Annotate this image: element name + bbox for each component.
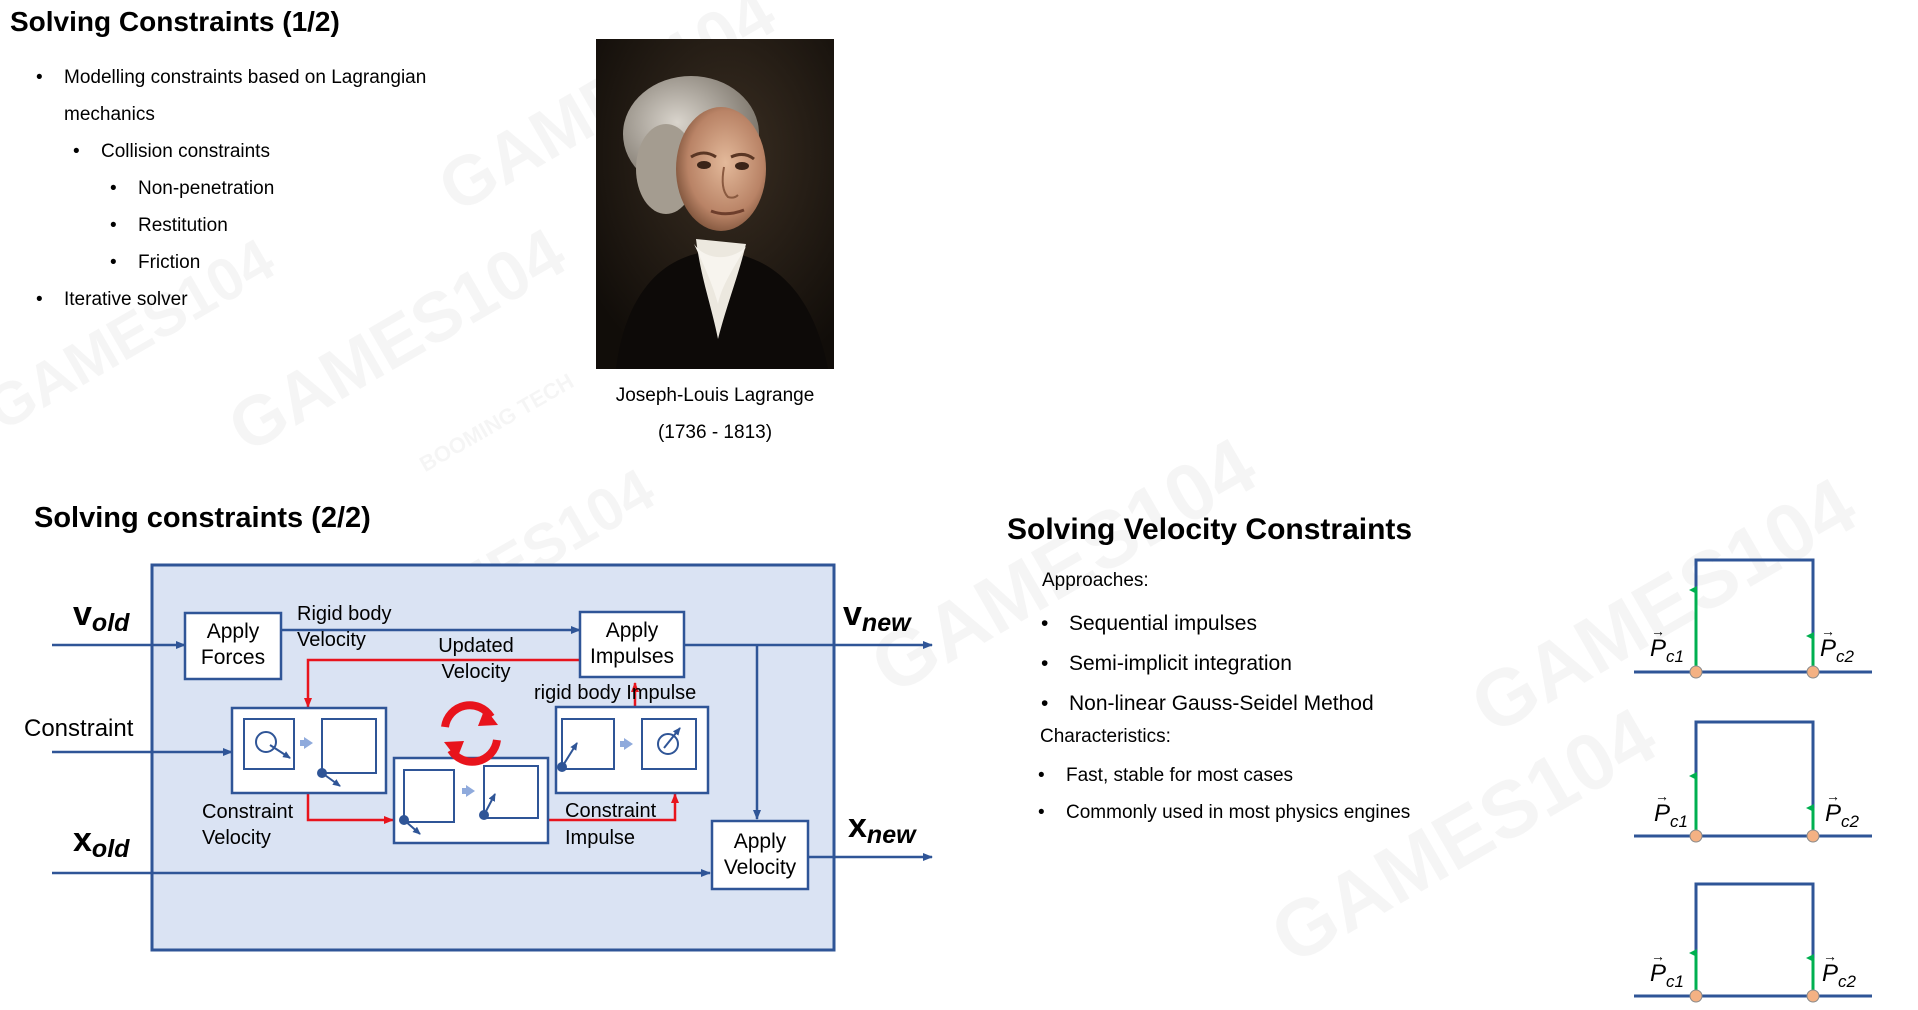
bullet-item: Iterative solver bbox=[36, 281, 187, 318]
approaches-list: Sequential impulses Semi-implicit integr… bbox=[1041, 604, 1374, 724]
contact-label-pc2: Pc2 → bbox=[1825, 788, 1860, 831]
characteristic-item: Commonly used in most physics engines bbox=[1038, 794, 1410, 831]
bullet-item: Non-penetration bbox=[110, 170, 274, 207]
contact-diagram-1 bbox=[1634, 558, 1872, 679]
x-old-label: xold bbox=[73, 821, 130, 863]
svg-text:→: → bbox=[1826, 788, 1840, 804]
apply-forces-label-2: Forces bbox=[201, 646, 265, 669]
apply-velocity-label-2: Velocity bbox=[724, 856, 797, 879]
solver-pipeline-diagram: vold vnew xold xnew Constraint Apply For… bbox=[24, 563, 933, 952]
slide1-bullet-list-2: Iterative solver bbox=[36, 281, 187, 318]
contact-label-pc1: Pc1 → bbox=[1654, 788, 1688, 831]
portrait-caption-years: (1736 - 1813) bbox=[657, 422, 773, 443]
apply-velocity-box bbox=[710, 819, 810, 891]
approaches-label: Approaches: bbox=[1042, 570, 1149, 591]
watermark: BOOMING TECH bbox=[415, 368, 578, 477]
watermark: GAMES104 bbox=[1256, 689, 1672, 982]
contact-diagram-2 bbox=[1634, 720, 1872, 843]
svg-text:→: → bbox=[1655, 788, 1669, 804]
apply-forces-box bbox=[183, 611, 283, 681]
constraint-solve-step bbox=[392, 756, 550, 845]
contact-points-diagram: Pc1 → Pc2 → Pc1 → Pc2 → Pc1 → Pc2 → bbox=[1634, 558, 1872, 1003]
slide3-title: Solving Velocity Constraints bbox=[1007, 513, 1413, 546]
apply-impulses-box bbox=[578, 610, 686, 679]
constraint-impulse-step bbox=[554, 705, 710, 795]
approach-item: Non-linear Gauss-Seidel Method bbox=[1041, 684, 1374, 724]
characteristics-list: Fast, stable for most cases Commonly use… bbox=[1038, 757, 1410, 831]
svg-text:Pc2: Pc2 bbox=[1822, 960, 1857, 991]
contact-label-pc2: Pc2 → bbox=[1822, 948, 1857, 991]
svg-text:Pc1: Pc1 bbox=[1650, 635, 1684, 666]
svg-text:Pc2: Pc2 bbox=[1825, 800, 1860, 831]
svg-text:Pc1: Pc1 bbox=[1650, 960, 1684, 991]
bullet-item: Friction bbox=[110, 244, 274, 281]
approach-item: Sequential impulses bbox=[1041, 604, 1374, 644]
characteristics-label: Characteristics: bbox=[1040, 726, 1171, 747]
bullet-item: Collision constraints bbox=[73, 133, 270, 170]
contact-label-pc1: Pc1 → bbox=[1650, 623, 1684, 666]
slide1-bullet-list: Modelling constraints based on Lagrangia… bbox=[36, 59, 426, 96]
approach-item: Semi-implicit integration bbox=[1041, 644, 1374, 684]
contact-label-pc2: Pc2 → bbox=[1820, 623, 1855, 666]
updated-velocity-label-2: Velocity bbox=[442, 661, 511, 683]
rigid-body-velocity-label-2: Velocity bbox=[297, 629, 366, 651]
constraint-velocity-step bbox=[230, 706, 388, 795]
slide1-subsub-list: Non-penetration Restitution Friction bbox=[110, 170, 274, 281]
apply-impulses-label: Apply bbox=[606, 619, 659, 642]
apply-forces-label: Apply bbox=[207, 620, 260, 643]
svg-text:Pc1: Pc1 bbox=[1654, 800, 1688, 831]
v-new-label: vnew bbox=[843, 595, 912, 637]
bullet-item: Restitution bbox=[110, 207, 274, 244]
rigid-body-velocity-label: Rigid body bbox=[297, 603, 392, 625]
svg-text:→: → bbox=[1651, 623, 1665, 639]
apply-impulses-label-2: Impulses bbox=[590, 645, 674, 668]
apply-velocity-label: Apply bbox=[734, 830, 787, 853]
svg-text:→: → bbox=[1651, 948, 1665, 964]
lagrange-portrait bbox=[596, 39, 834, 369]
bullet-continuation: mechanics bbox=[64, 104, 155, 125]
slide1-sub-list: Collision constraints bbox=[73, 133, 270, 170]
characteristic-item: Fast, stable for most cases bbox=[1038, 757, 1410, 794]
contact-label-pc1: Pc1 → bbox=[1650, 948, 1684, 991]
slide2-title: Solving constraints (2/2) bbox=[34, 502, 371, 534]
constraint-input-label: Constraint bbox=[24, 715, 134, 742]
rigid-body-impulse-label: rigid body Impulse bbox=[534, 682, 696, 704]
slide1-title: Solving Constraints (1/2) bbox=[10, 6, 340, 37]
updated-velocity-label: Updated bbox=[438, 635, 514, 657]
svg-text:→: → bbox=[1821, 623, 1835, 639]
contact-diagram-3 bbox=[1634, 882, 1872, 1003]
svg-text:→: → bbox=[1823, 948, 1837, 964]
constraint-impulse-label-2: Impulse bbox=[565, 827, 635, 849]
constraint-velocity-label: Constraint bbox=[202, 801, 294, 823]
constraint-velocity-label-2: Velocity bbox=[202, 827, 271, 849]
x-new-label: xnew bbox=[848, 807, 917, 849]
portrait-caption-name: Joseph-Louis Lagrange bbox=[615, 385, 815, 406]
svg-text:Pc2: Pc2 bbox=[1820, 635, 1855, 666]
constraint-impulse-label: Constraint bbox=[565, 800, 657, 822]
iteration-loop-icon bbox=[441, 701, 501, 766]
bullet-item: Modelling constraints based on Lagrangia… bbox=[36, 59, 426, 96]
v-old-label: vold bbox=[73, 595, 130, 637]
